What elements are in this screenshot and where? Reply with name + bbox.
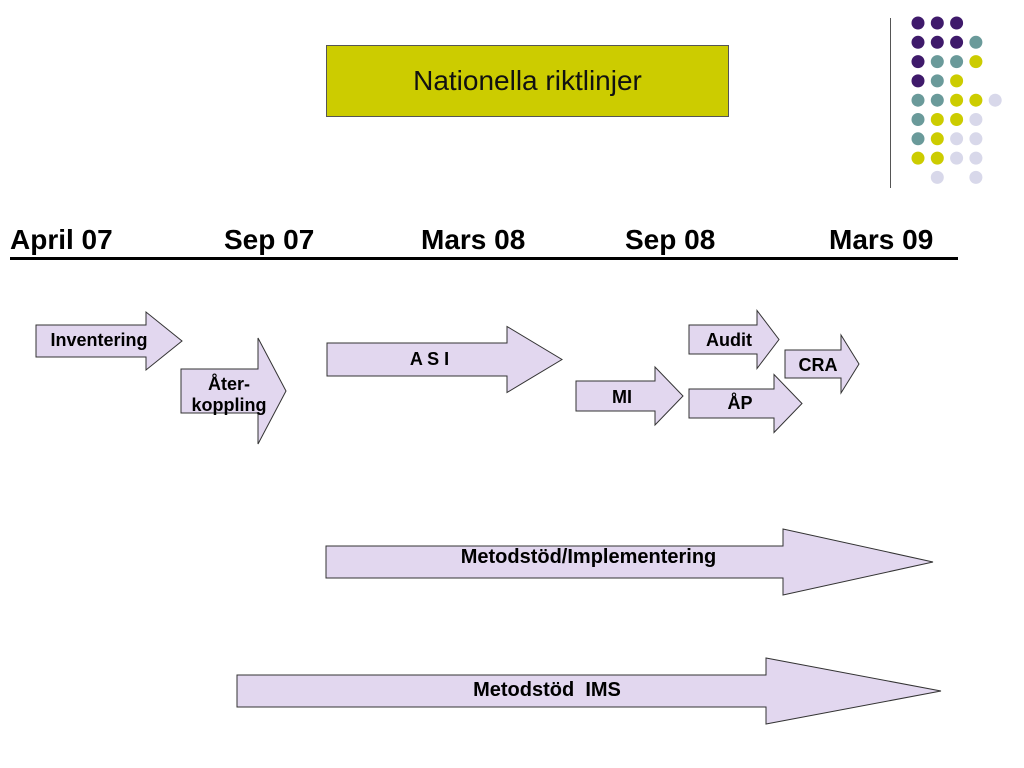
- arrow-label-ap: ÅP: [727, 393, 753, 413]
- decorative-dot: [950, 132, 964, 146]
- decorative-dot: [930, 74, 944, 88]
- decorative-dot: [930, 151, 944, 165]
- arrow-inventering: [35, 310, 183, 372]
- timeline-label-mars-09: Mars 09: [829, 224, 934, 255]
- decorative-dot: [950, 55, 964, 69]
- timeline-label-april-07: April 07: [10, 224, 113, 255]
- decorative-dot: [930, 55, 944, 69]
- arrow-label-aterkoppling: Åter- koppling: [191, 374, 267, 415]
- decorative-dot: [969, 170, 983, 184]
- arrow-label-asi: A S I: [409, 349, 450, 369]
- timeline-label-mars-08: Mars 08: [421, 224, 526, 255]
- decorative-dot: [950, 93, 964, 107]
- divider-line: [890, 18, 891, 188]
- decorative-dot: [911, 74, 925, 88]
- title-text: Nationella riktlinjer: [413, 65, 642, 96]
- arrow-aterkoppling: [180, 337, 287, 445]
- decorative-dot: [969, 151, 983, 165]
- decorative-dot: [930, 93, 944, 107]
- decorative-dot: [930, 35, 944, 49]
- decorative-dot: [969, 132, 983, 146]
- arrow-label-audit: Audit: [706, 330, 752, 350]
- decorative-dot: [930, 16, 944, 30]
- arrow-audit: [688, 309, 780, 370]
- decorative-dot: [911, 35, 925, 49]
- decorative-dot: [930, 132, 944, 146]
- decorative-dot: [911, 151, 925, 165]
- arrow-label-inventering: Inventering: [50, 330, 148, 350]
- decorative-dot: [988, 93, 1002, 107]
- arrow-asi: [326, 325, 563, 394]
- arrow-ap: [688, 373, 803, 434]
- decorative-dot: [911, 132, 925, 146]
- decorative-dot: [969, 93, 983, 107]
- decorative-dot: [969, 113, 983, 126]
- arrow-cra: [784, 333, 860, 395]
- title-box: Nationella riktlinjer: [326, 45, 729, 117]
- decorative-dot: [911, 93, 925, 107]
- decorative-dot: [950, 16, 964, 30]
- decorative-dot: [950, 151, 964, 165]
- decorative-dot: [911, 55, 925, 69]
- decorative-dot: [950, 74, 964, 88]
- decorative-dot: [969, 55, 983, 69]
- arrow-mi: [575, 365, 684, 427]
- arrow-label-ims: Metodstöd IMS: [473, 679, 621, 701]
- decorative-dot: [969, 35, 983, 49]
- arrow-label-implementering: Metodstöd/Implementering: [460, 546, 717, 568]
- arrow-ims: [236, 657, 942, 725]
- decorative-dot: [950, 113, 964, 126]
- arrow-label-cra: CRA: [798, 355, 838, 375]
- decorative-dot: [930, 113, 944, 126]
- arrow-implementering: [325, 528, 934, 596]
- timeline: April 07 Sep 07 Mars 08 Sep 08 Mars 09: [10, 224, 958, 260]
- decorative-dot: [911, 16, 925, 30]
- arrow-label-mi: MI: [612, 387, 632, 407]
- decorative-dot-grid: [911, 16, 1002, 184]
- decorative-dot: [911, 113, 925, 126]
- decorative-dot: [930, 170, 944, 184]
- timeline-label-sep-07: Sep 07: [224, 224, 315, 255]
- timeline-label-sep-08: Sep 08: [625, 224, 716, 255]
- decorative-dot: [950, 35, 964, 49]
